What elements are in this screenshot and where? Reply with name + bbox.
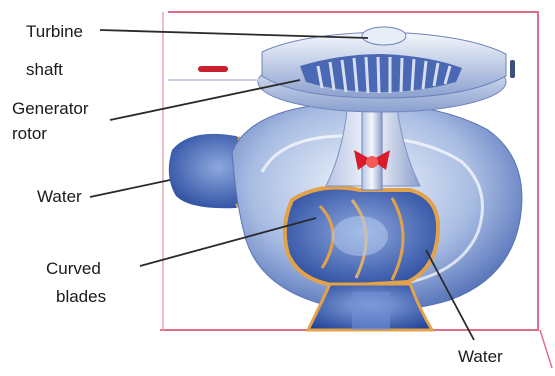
shaft-body — [362, 110, 382, 190]
label-water-left: Water — [37, 183, 82, 210]
leader-generator-rotor — [110, 80, 300, 120]
label-shaft: shaft — [26, 56, 63, 83]
draft-tube-light — [352, 292, 390, 330]
label-generator: Generator — [12, 95, 89, 122]
core-center — [366, 156, 378, 168]
leader-water-left — [90, 180, 170, 197]
label-curved: Curved — [46, 255, 101, 282]
label-water-bottom: Water — [458, 343, 503, 370]
side-marker — [510, 60, 515, 78]
red-marker — [198, 66, 228, 72]
leader-turbine-shaft — [100, 30, 368, 38]
label-blades: blades — [56, 283, 106, 310]
blade-highlight — [332, 216, 388, 256]
shaft-top — [362, 27, 406, 45]
label-rotor: rotor — [12, 120, 47, 147]
label-turbine: Turbine — [26, 18, 83, 45]
frame-tail — [540, 330, 552, 368]
